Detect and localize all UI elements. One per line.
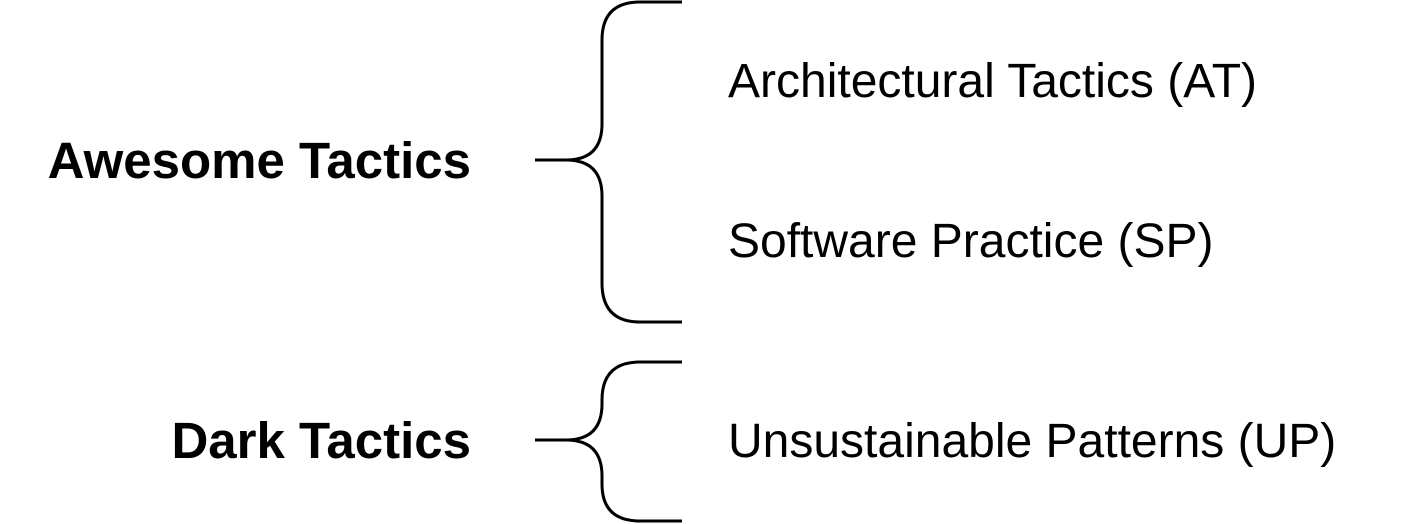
item-label-unsustainable-patterns: Unsustainable Patterns (UP) [728,415,1337,468]
group-label-dark-tactics: Dark Tactics [171,412,471,469]
awesome-tactics-brace [535,0,682,324]
item-label-architectural-tactics: Architectural Tactics (AT) [728,55,1258,108]
item-label-software-practice: Software Practice (SP) [728,215,1214,268]
group-label-awesome-tactics: Awesome Tactics [47,132,471,189]
dark-tactics-brace [535,360,682,523]
